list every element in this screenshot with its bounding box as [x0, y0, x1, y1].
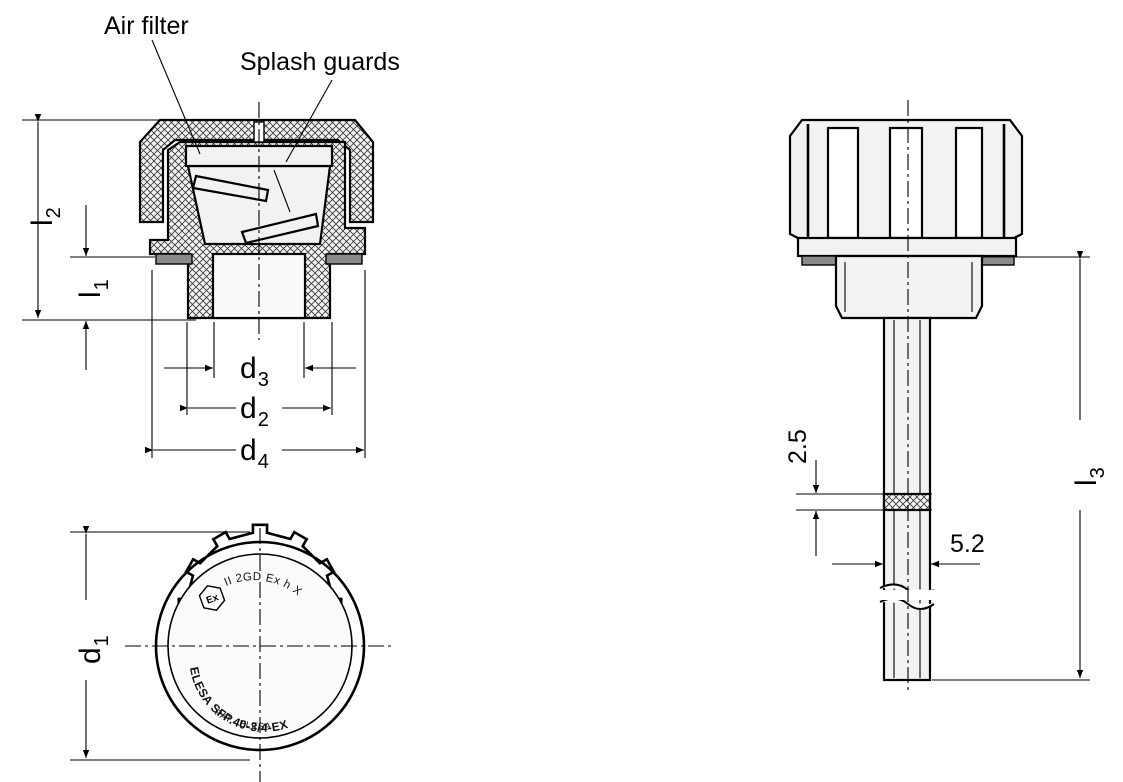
air-filter-leader: [151, 39, 201, 155]
svg-text:l2: l2: [26, 207, 65, 226]
knob-rib: [826, 126, 860, 240]
svg-text:l3: l3: [1070, 467, 1109, 486]
splash-guard-leader-tip: [273, 169, 291, 213]
dipstick-rod-lower: [882, 596, 932, 682]
side-view: [788, 100, 1090, 690]
l3-label: l3: [1070, 467, 1109, 486]
gasket-left: [155, 253, 193, 265]
ex-hexagon-icon: Ex: [198, 585, 226, 611]
gasket-right: [325, 253, 363, 265]
d1-label: d1: [74, 635, 113, 664]
gasket: [801, 255, 841, 266]
flange: [796, 236, 1018, 258]
section-view: [22, 39, 375, 458]
rod-thickness-label: 5.2: [950, 530, 985, 558]
splash-guard-upper: [191, 174, 270, 203]
threaded-spigot: [834, 254, 984, 320]
rod-slot-section: [882, 492, 932, 512]
knob-rib: [954, 126, 984, 240]
splash-guard-lower: [240, 212, 320, 245]
cap-shell: [138, 118, 375, 224]
splash-guards-callout: Splash guards: [240, 48, 400, 76]
svg-text:l1: l1: [74, 279, 113, 298]
l2-label: l2: [26, 207, 65, 226]
top-view: Ex II 2GD Ex h X ELESA SFP.40-3/4-EX PAT…: [70, 523, 395, 782]
d2-label: d2: [240, 392, 269, 431]
d3-label: d3: [240, 352, 269, 391]
svg-text:d1: d1: [74, 635, 113, 664]
knob-rib: [888, 126, 924, 240]
splash-guard-leader: [285, 79, 333, 163]
l1-label: l1: [74, 279, 113, 298]
slot-width-label: 2.5: [784, 429, 812, 464]
svg-text:2.5: 2.5: [784, 429, 812, 464]
d4-label: d4: [240, 434, 269, 473]
dipstick-rod-upper: [882, 316, 932, 600]
air-filter-callout: Air filter: [104, 12, 189, 40]
svg-text:Ex: Ex: [205, 592, 221, 607]
